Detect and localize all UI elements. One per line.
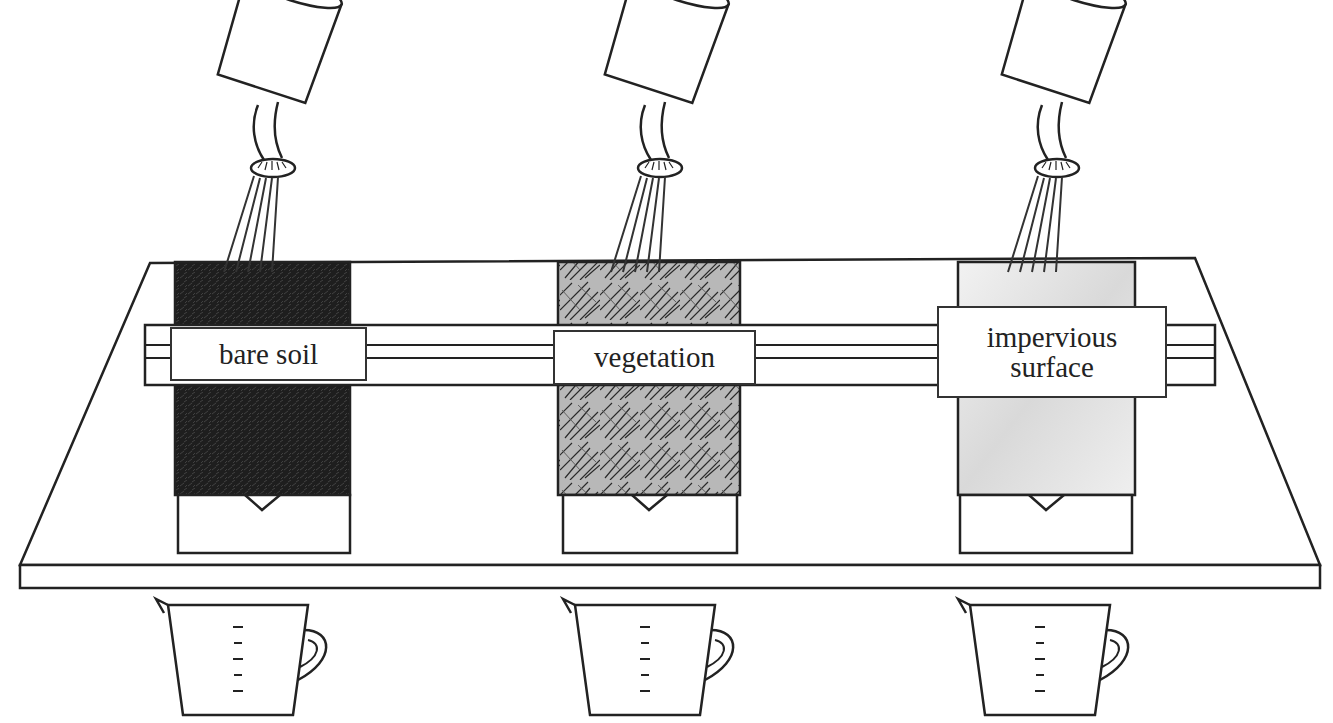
label-box: impervious surface xyxy=(937,306,1167,398)
outlet-boxes xyxy=(178,495,1132,553)
label-text: vegetation xyxy=(594,342,715,372)
label-text: bare soil xyxy=(219,339,318,369)
label-text: impervious surface xyxy=(947,322,1157,383)
measuring-cup xyxy=(563,599,733,715)
label-box: vegetation xyxy=(553,330,756,385)
watering-can xyxy=(214,0,350,272)
measuring-cup xyxy=(958,599,1128,715)
table-edge xyxy=(20,565,1320,588)
measuring-cup xyxy=(156,599,326,715)
table-top xyxy=(20,258,1320,565)
watering-can xyxy=(998,0,1134,272)
label-box: bare soil xyxy=(170,327,367,381)
watering-can xyxy=(601,0,737,272)
